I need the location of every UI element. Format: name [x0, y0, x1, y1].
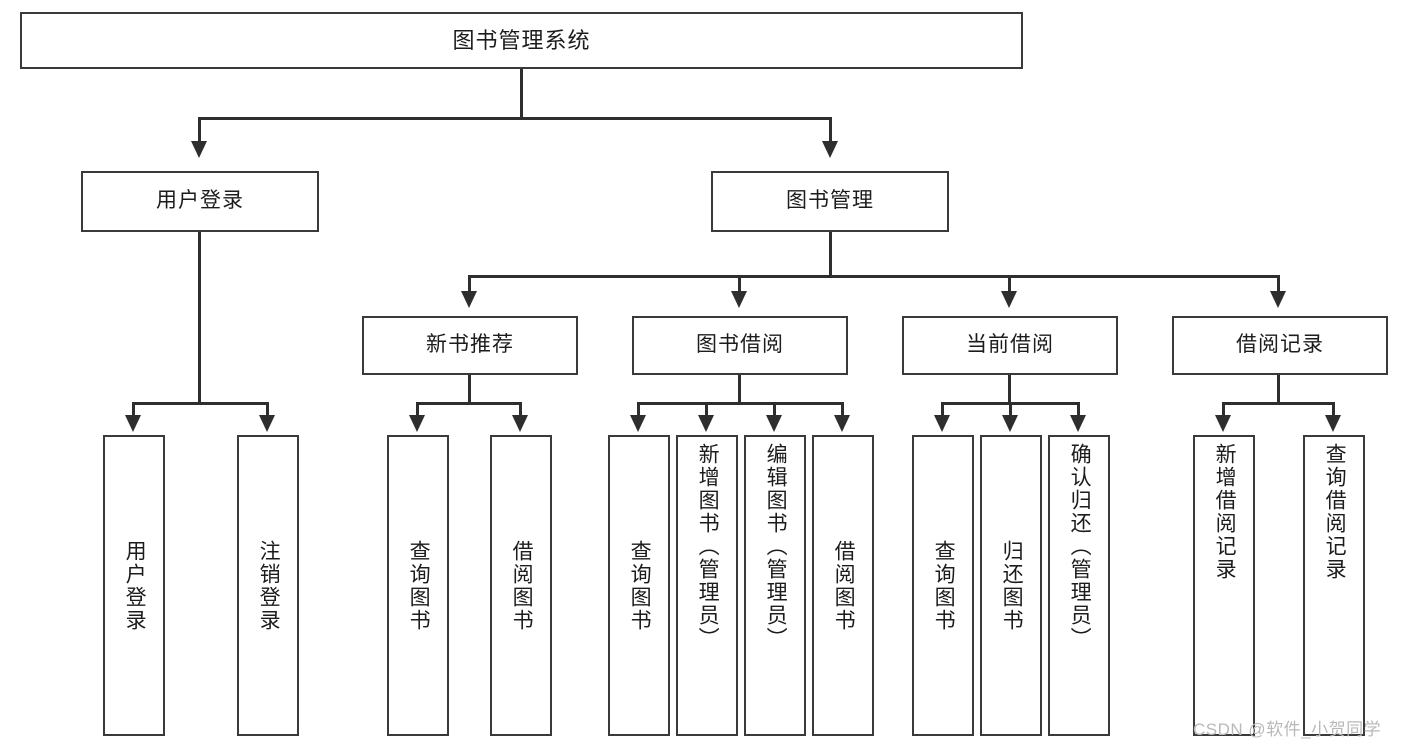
node-label: 编辑图书（管理员）	[764, 443, 788, 650]
arrowhead-level3-3	[1001, 291, 1017, 308]
connector-level3-drop-1	[468, 275, 471, 295]
node-label: 新增图书（管理员）	[696, 443, 720, 650]
connector-level3-drop-2	[738, 275, 741, 295]
node-label: 新增借阅记录	[1213, 443, 1237, 581]
leaf-record-add-record[interactable]: 新增借阅记录	[1193, 435, 1255, 736]
connector-recommend-drop-1	[416, 402, 419, 419]
node-label: 借阅图书	[510, 539, 534, 632]
connector-borrow-drop-3	[773, 402, 776, 419]
node-label: 借阅记录	[1236, 333, 1324, 357]
connector-record-bar	[1222, 402, 1335, 405]
connector-current-drop-2	[1009, 402, 1012, 419]
node-new-book-recommend[interactable]: 新书推荐	[362, 316, 578, 375]
node-label: 用户登录	[123, 539, 147, 632]
connector-recommend-drop-2	[519, 402, 522, 419]
arrowhead-level3-2	[731, 291, 747, 308]
connector-borrow-drop-1	[637, 402, 640, 419]
arrowhead-recommend-2	[512, 415, 528, 432]
connector-level2-bar	[198, 117, 832, 120]
connector-record-drop-1	[1222, 402, 1225, 419]
connector-borrow-stem	[738, 375, 741, 403]
connector-book-mgmt-stem	[829, 232, 832, 276]
node-book-management[interactable]: 图书管理	[711, 171, 949, 232]
leaf-borrow-edit-book[interactable]: 编辑图书（管理员）	[744, 435, 806, 736]
leaf-borrow-add-book[interactable]: 新增图书（管理员）	[676, 435, 738, 736]
node-label: 查询图书	[407, 539, 431, 632]
connector-recommend-stem	[468, 375, 471, 403]
node-user-login[interactable]: 用户登录	[81, 171, 319, 232]
connector-user-login-bar	[132, 402, 269, 405]
leaf-borrow-query-book[interactable]: 查询图书	[608, 435, 670, 736]
node-label: 新书推荐	[426, 333, 514, 357]
arrowhead-current-1	[934, 415, 950, 432]
connector-current-drop-1	[941, 402, 944, 419]
connector-current-stem	[1008, 375, 1011, 403]
node-book-borrow[interactable]: 图书借阅	[632, 316, 848, 375]
arrowhead-level3-4	[1270, 291, 1286, 308]
arrowhead-level2-1	[191, 141, 207, 158]
connector-record-drop-2	[1332, 402, 1335, 419]
connector-level2-drop-1	[198, 117, 201, 145]
arrowhead-borrow-1	[630, 415, 646, 432]
arrowhead-current-2	[1002, 415, 1018, 432]
connector-user-login-stem	[198, 232, 201, 403]
leaf-current-confirm-return[interactable]: 确认归还（管理员）	[1048, 435, 1110, 736]
connector-borrow-drop-2	[705, 402, 708, 419]
connector-record-stem	[1277, 375, 1280, 403]
arrowhead-user-login-1	[125, 415, 141, 432]
node-label: 图书管理	[786, 189, 874, 213]
connector-borrow-drop-4	[841, 402, 844, 419]
node-label: 图书借阅	[696, 333, 784, 357]
connector-user-login-drop-2	[266, 402, 269, 419]
connector-borrow-bar	[637, 402, 844, 405]
arrowhead-borrow-3	[766, 415, 782, 432]
node-label: 查询借阅记录	[1323, 443, 1347, 581]
leaf-user-login-login[interactable]: 用户登录	[103, 435, 165, 736]
connector-level3-drop-3	[1008, 275, 1011, 295]
csdn-watermark: CSDN @软件_小贺同学	[1193, 720, 1382, 739]
leaf-user-login-logout[interactable]: 注销登录	[237, 435, 299, 736]
leaf-recommend-query-book[interactable]: 查询图书	[387, 435, 449, 736]
arrowhead-current-3	[1070, 415, 1086, 432]
arrowhead-borrow-4	[834, 415, 850, 432]
connector-level3-drop-4	[1277, 275, 1280, 295]
node-label: 确认归还（管理员）	[1068, 443, 1092, 650]
node-label: 查询图书	[628, 539, 652, 632]
node-label: 图书管理系统	[452, 27, 591, 53]
node-current-borrow[interactable]: 当前借阅	[902, 316, 1118, 375]
leaf-borrow-borrow-book[interactable]: 借阅图书	[812, 435, 874, 736]
connector-level3-bar	[468, 275, 1280, 278]
arrowhead-level3-1	[461, 291, 477, 308]
leaf-record-query-record[interactable]: 查询借阅记录	[1303, 435, 1365, 736]
arrowhead-level2-2	[822, 141, 838, 158]
node-label: 查询图书	[932, 539, 956, 632]
leaf-current-return-book[interactable]: 归还图书	[980, 435, 1042, 736]
node-label: 注销登录	[257, 539, 281, 632]
connector-level2-drop-2	[829, 117, 832, 145]
connector-recommend-bar	[416, 402, 522, 405]
connector-current-drop-3	[1077, 402, 1080, 419]
node-label: 当前借阅	[966, 333, 1054, 357]
connector-user-login-drop-1	[132, 402, 135, 419]
node-root-system[interactable]: 图书管理系统	[20, 12, 1023, 69]
connector-root-stem	[520, 69, 523, 118]
leaf-recommend-borrow-book[interactable]: 借阅图书	[490, 435, 552, 736]
arrowhead-borrow-2	[698, 415, 714, 432]
arrowhead-recommend-1	[409, 415, 425, 432]
node-label: 用户登录	[156, 189, 244, 213]
arrowhead-record-1	[1215, 415, 1231, 432]
node-label: 借阅图书	[832, 539, 856, 632]
arrowhead-record-2	[1325, 415, 1341, 432]
leaf-current-query-book[interactable]: 查询图书	[912, 435, 974, 736]
arrowhead-user-login-2	[259, 415, 275, 432]
node-borrow-record[interactable]: 借阅记录	[1172, 316, 1388, 375]
node-label: 归还图书	[1000, 539, 1024, 632]
